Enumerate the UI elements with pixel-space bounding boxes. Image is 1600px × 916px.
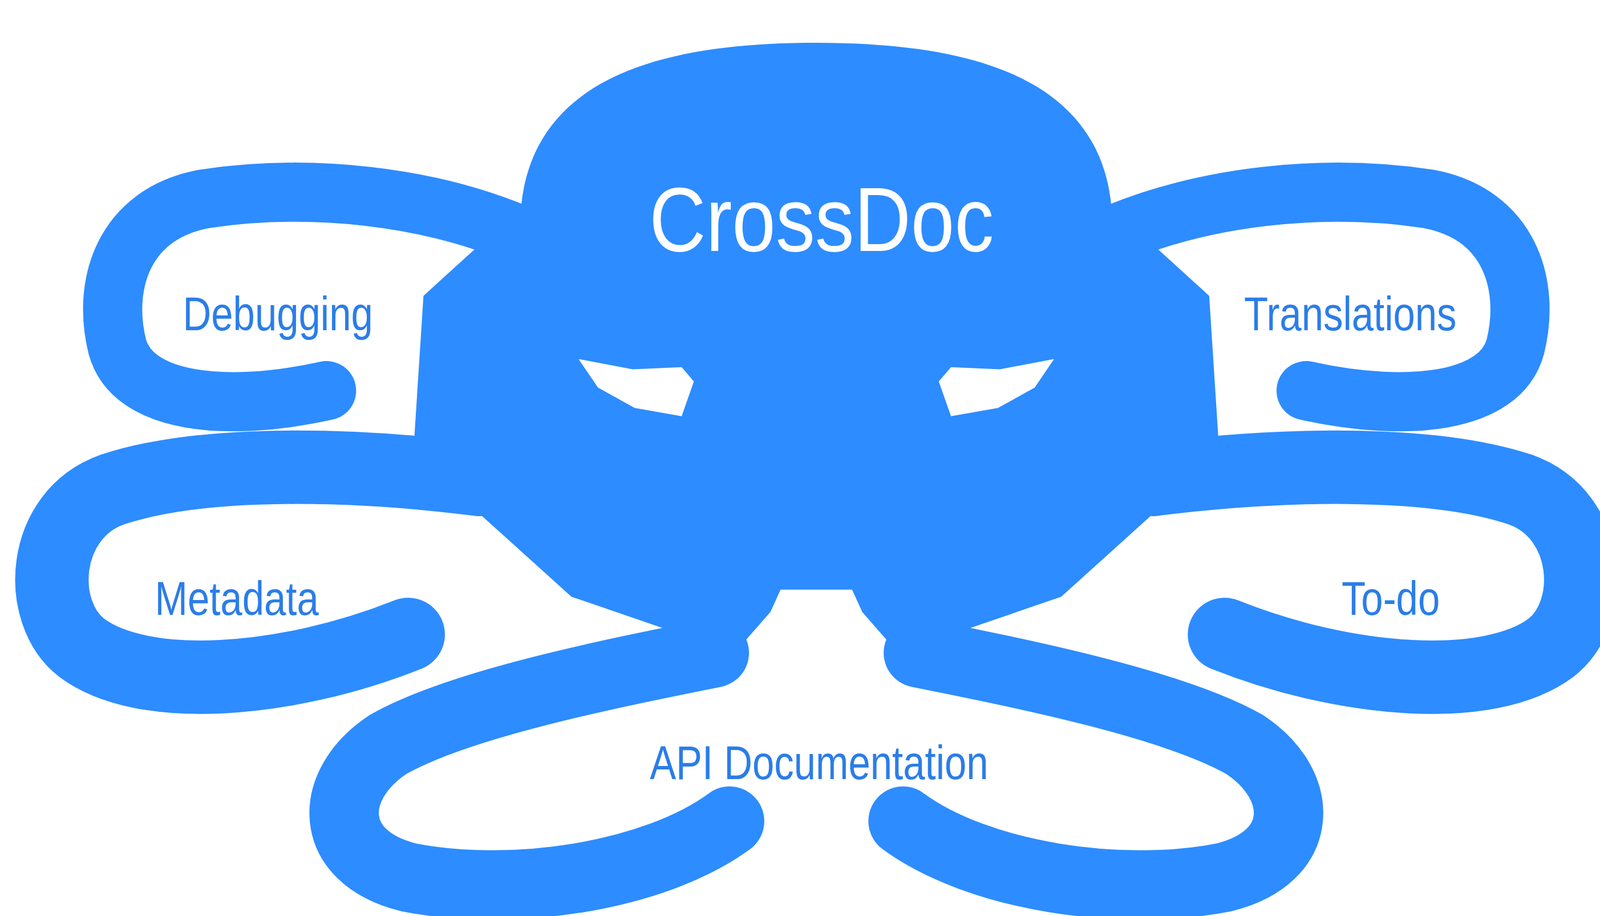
arm-label-holder: Translations xyxy=(1220,286,1480,342)
arm-label: Translations xyxy=(1244,286,1457,342)
arm-label-holder: To-do xyxy=(1330,570,1451,627)
arm-label-holder: Metadata xyxy=(136,570,337,627)
title-text-holder: CrossDoc xyxy=(621,167,1022,273)
arm-label: Metadata xyxy=(155,570,319,627)
arm-label-holder: Debugging xyxy=(161,286,394,342)
title-text: CrossDoc xyxy=(649,167,994,273)
arm-label: Debugging xyxy=(182,286,373,342)
arm-label-holder: API Documentation xyxy=(612,735,1026,791)
arm-label: API Documentation xyxy=(650,735,989,791)
arm-label: To-do xyxy=(1341,570,1440,627)
